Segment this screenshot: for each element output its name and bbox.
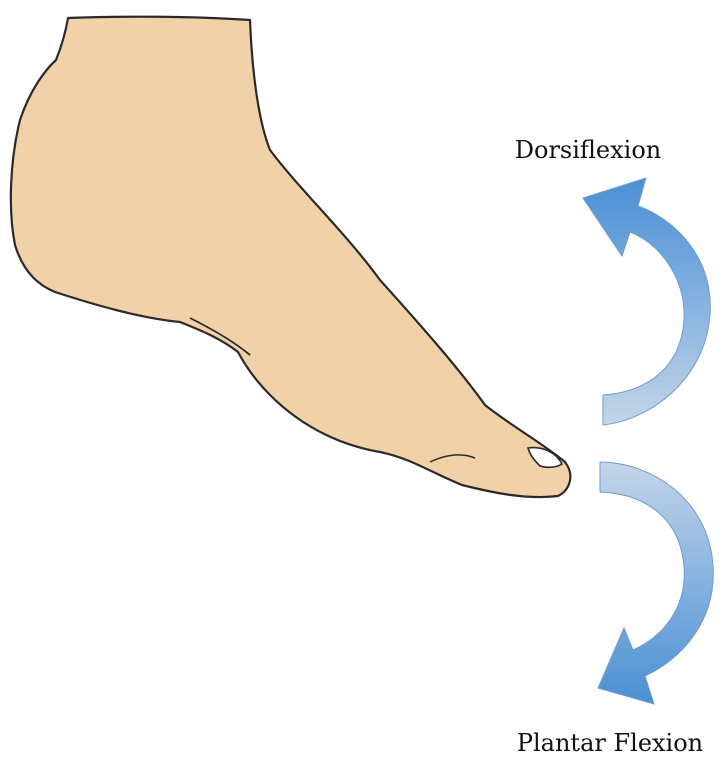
foot-shape	[11, 17, 570, 497]
dorsiflexion-label: Dorsiflexion	[515, 136, 661, 164]
plantar-flexion-arrow-shape	[598, 462, 713, 704]
foot-illustration	[11, 17, 570, 497]
dorsiflexion-arrow	[583, 178, 710, 425]
plantar-flexion-label: Plantar Flexion	[517, 729, 703, 757]
plantar-flexion-arrow	[598, 462, 713, 704]
dorsiflexion-arrow-shape	[583, 178, 710, 425]
